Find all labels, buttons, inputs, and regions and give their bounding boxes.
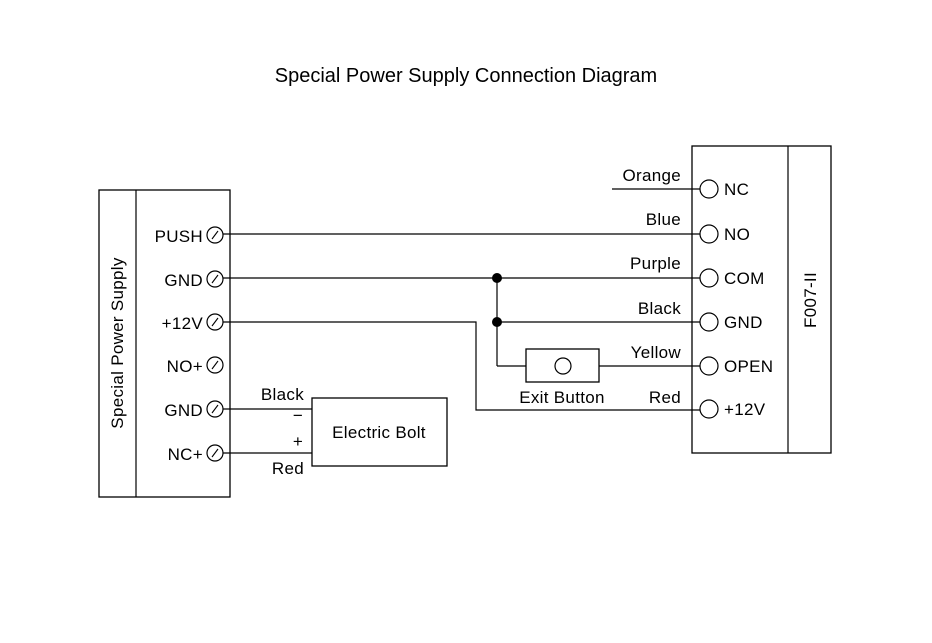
ctrl-terminal-12v: +12V	[724, 400, 766, 419]
terminal-circle-icon	[699, 399, 719, 419]
wire-label-orange: Orange	[622, 166, 681, 185]
ps-terminal-gnd-2: GND	[164, 401, 203, 420]
diagram-title: Special Power Supply Connection Diagram	[275, 65, 657, 87]
bolt-wire-label-red: Red	[272, 459, 304, 478]
exit-button-label: Exit Button	[519, 388, 605, 407]
bolt-wire-label-black: Black	[261, 385, 304, 404]
ctrl-terminal-com: COM	[724, 269, 765, 288]
junction-dot	[492, 273, 502, 283]
terminal-circle-icon	[699, 268, 719, 288]
terminal-circle-icon	[699, 179, 719, 199]
power-supply-box	[98, 189, 231, 498]
controller-label: F007-II	[801, 272, 820, 328]
bolt-plus-sign: +	[293, 432, 303, 451]
ctrl-terminal-open: OPEN	[724, 357, 773, 376]
f007-controller: F007-II NC NO COM GND OPEN +12V	[691, 145, 832, 454]
terminal-circle-icon	[699, 356, 719, 376]
ps-terminal-gnd: GND	[164, 271, 203, 290]
terminal-circle-icon	[699, 312, 719, 332]
wire-label-yellow: Yellow	[631, 343, 682, 362]
screw-terminal-icon	[206, 226, 224, 244]
terminal-circle-icon	[699, 224, 719, 244]
special-power-supply: Special Power Supply PUSH GND +12V NO+ G…	[98, 189, 231, 498]
exit-button: Exit Button	[519, 348, 605, 407]
ps-terminal-push: PUSH	[155, 227, 203, 246]
wire-label-red: Red	[649, 388, 681, 407]
wire-label-purple: Purple	[630, 254, 681, 273]
screw-terminal-icon	[206, 444, 224, 462]
screw-terminal-icon	[206, 270, 224, 288]
screw-terminal-icon	[206, 313, 224, 331]
screw-terminal-icon	[206, 356, 224, 374]
junction-dot	[492, 317, 502, 327]
power-supply-label: Special Power Supply	[108, 257, 127, 429]
ps-terminal-nc-plus: NC+	[168, 445, 203, 464]
ctrl-terminal-gnd: GND	[724, 313, 763, 332]
ctrl-terminal-no: NO	[724, 225, 750, 244]
push-button-icon	[554, 357, 572, 375]
ctrl-terminal-nc: NC	[724, 180, 749, 199]
screw-terminal-icon	[206, 400, 224, 418]
wire-red	[223, 321, 700, 411]
electric-bolt-box	[311, 397, 448, 467]
electric-bolt-label: Electric Bolt	[332, 423, 426, 442]
wire-label-black: Black	[638, 299, 681, 318]
ps-terminal-12v: +12V	[162, 314, 204, 333]
bolt-minus-sign: −	[293, 406, 303, 425]
wires	[223, 188, 700, 454]
wire-label-blue: Blue	[646, 210, 681, 229]
electric-bolt: Electric Bolt Black Red − +	[261, 385, 448, 478]
ps-terminal-no-plus: NO+	[167, 357, 203, 376]
